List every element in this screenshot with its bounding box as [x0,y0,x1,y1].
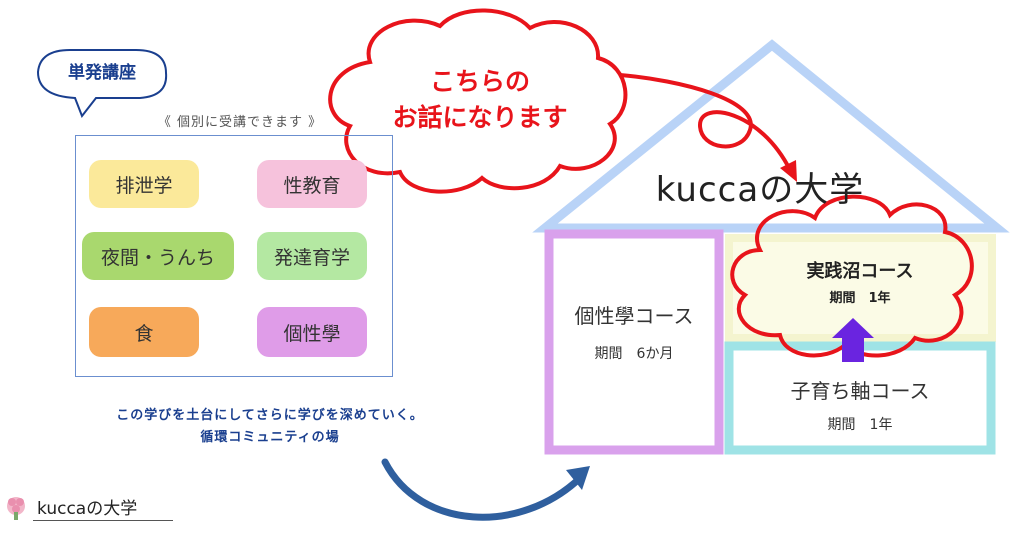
house-roof [532,39,1010,233]
course-pill-personality: 個性學 [257,307,367,357]
single-course-panel [75,135,393,377]
room-personality [544,229,724,455]
house-title: kuccaの大学 [655,170,865,210]
course-pill-night: 夜間・うんち [82,232,234,280]
parenting-course-period: 期間 1年 [827,417,893,433]
up-arrow [832,318,874,362]
practice-course-name: 実践沼コース [806,261,914,282]
callout-line-2: お話になります [392,103,568,132]
single-course-label: 単発講座 [68,63,136,83]
course-pill-sex-education: 性教育 [257,160,367,208]
parenting-course-name: 子育ち軸コース [790,379,930,403]
callout-arrow [619,73,792,171]
personality-course-period: 期間 6か月 [594,346,674,362]
practice-course-period: 期間 1年 [829,291,891,306]
note-line-2: 循環コミュニティの場 [200,430,340,445]
personality-course-name: 個性學コース [574,304,694,328]
callout-cloud [328,8,628,194]
footer-brand: kuccaの大学 [37,499,138,519]
callout-arrow-head [780,160,797,182]
speech-bubble [36,49,168,119]
flower-logo [7,497,25,520]
callout-line-1: こちらの [429,67,530,96]
single-course-subtitle: 《 個別に受講できます 》 [157,115,323,130]
course-pill-development: 発達育学 [257,232,367,280]
curved-arrow [381,458,584,521]
course-pill-excretion: 排泄学 [89,160,199,208]
curved-arrow-head [566,466,590,490]
note-line-1: この学びを土台にしてさらに学びを深めていく。 [116,408,424,423]
course-pill-food: 食 [89,307,199,357]
practice-cloud [730,194,974,358]
footer-underline [33,520,173,521]
